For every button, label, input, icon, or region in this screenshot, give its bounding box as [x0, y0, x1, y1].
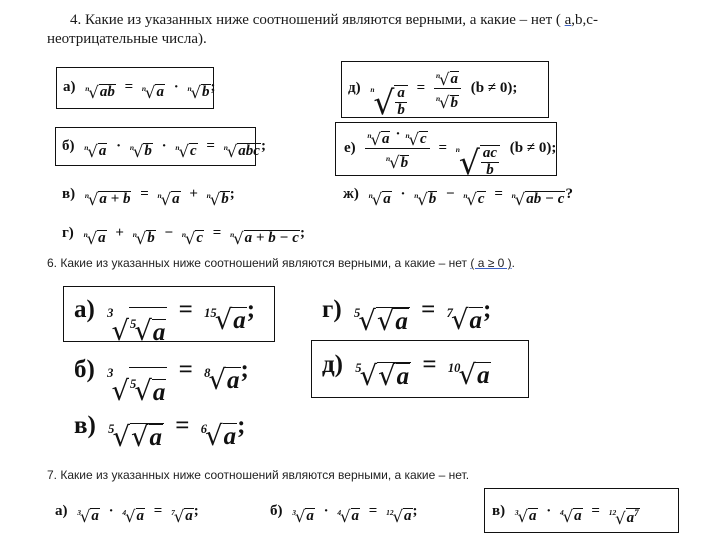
- task6-a-box: [63, 286, 275, 342]
- task4-line2: неотрицательные числа).: [47, 31, 207, 47]
- task4-e-box: [335, 122, 557, 176]
- task7-a: а) 3√a · 4√a = 7√a;: [55, 503, 199, 526]
- task4-a: а) n√ab = n√a · n√b;: [63, 79, 216, 102]
- task6-heading: 6. Какие из указанных ниже соотношений я…: [47, 256, 515, 270]
- task4-line1: 4. Какие из указанных ниже соотношений я…: [70, 12, 598, 28]
- task6-a: а) 3√5√a = 15√a;: [74, 296, 256, 348]
- task6-g: г) 5√√a = 7√a;: [322, 296, 492, 338]
- task7-heading: 7. Какие из указанных ниже соотношений я…: [47, 468, 470, 482]
- task7-b: б) 3√a · 4√a = 12√a;: [270, 503, 418, 526]
- task6-d: д) 5√√a = 10√a: [322, 351, 491, 393]
- task6-v: в) 5√√a = 6√a;: [74, 412, 246, 454]
- task4-g: г) n√a + n√b − n√c = n√a + b − c;: [62, 225, 305, 248]
- task7-v: в) 3√a · 4√a = 12√a7: [492, 503, 640, 528]
- task4-v: в) n√a + b = n√a + n√b;: [62, 186, 235, 209]
- task4-d-box: [341, 61, 549, 118]
- task4-a-box: [56, 67, 214, 109]
- task4-b: б) n√a · n√b · n√c = n√abc;: [62, 138, 266, 161]
- task4-zh: ж) n√a · n√b − n√c = n√ab − c?: [343, 186, 573, 209]
- task6-d-box: [311, 340, 529, 398]
- task7-v-box: [484, 488, 679, 533]
- task6-b: б) 3√5√a = 8√a;: [74, 356, 249, 408]
- task4-b-box: [55, 127, 256, 166]
